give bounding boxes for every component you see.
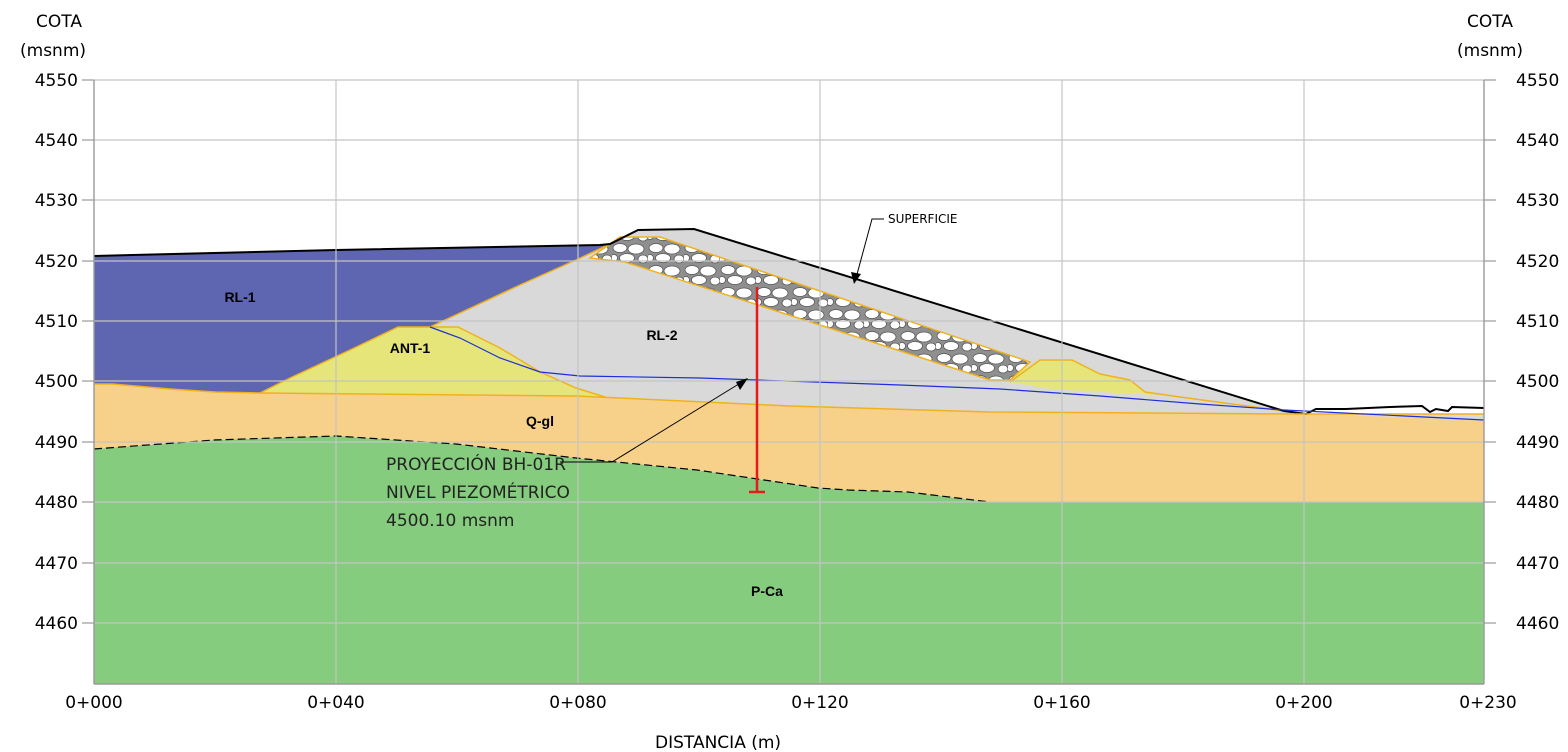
y-tick-label: 4550 — [1516, 71, 1559, 91]
surface-leader — [855, 218, 884, 279]
y-tick-label: 4510 — [1516, 312, 1559, 332]
y-tick-label: 4530 — [35, 191, 78, 211]
axis-frame — [93, 80, 1485, 685]
surface-label: SUPERFICIE — [888, 212, 958, 226]
contact-line — [1009, 359, 1285, 412]
borehole-label-3: 4500.10 msnm — [386, 511, 514, 531]
y-tick-label: 4490 — [1516, 433, 1559, 453]
tick-marks — [82, 79, 1496, 624]
rl1-unit — [94, 244, 610, 393]
pca-unit — [94, 436, 1484, 684]
y-tick-label: 4470 — [35, 554, 78, 574]
unit-label-pca: P-Ca — [751, 583, 783, 599]
unit-label-ant1: ANT-1 — [390, 340, 431, 356]
unit-label-rl2: RL-2 — [646, 327, 677, 343]
y-tick-label: 4480 — [1516, 493, 1559, 513]
y-tick-label: 4460 — [35, 614, 78, 634]
contact-line — [259, 326, 606, 398]
y-tick-label: 4520 — [35, 252, 78, 272]
y-tick-label: 4470 — [1516, 554, 1559, 574]
y-tick-label: 4490 — [35, 433, 78, 453]
y-tick-labels-left: 4550 4540 4530 4520 4510 4500 4490 4480 … — [35, 71, 78, 634]
y-tick-label: 4540 — [1516, 131, 1559, 151]
surface-leader-arrowhead — [851, 272, 861, 284]
x-tick-label: 0+080 — [549, 693, 607, 713]
right-axis-title-2: (msnm) — [1457, 41, 1523, 61]
contact-line — [94, 383, 1484, 415]
x-tick-label: 0+200 — [1275, 693, 1333, 713]
grid — [94, 79, 1484, 684]
borehole-bh01r — [749, 287, 765, 494]
leader-arrowhead — [736, 378, 748, 390]
y-tick-label: 4480 — [35, 493, 78, 513]
x-tick-label: 0+040 — [307, 693, 365, 713]
y-tick-label: 4540 — [35, 131, 78, 151]
borehole-label-2: NIVEL PIEZOMÉTRICO — [386, 481, 570, 503]
borehole-leader — [560, 381, 743, 463]
riprap-layer — [587, 236, 1032, 381]
x-tick-label: 0+000 — [65, 693, 123, 713]
y-tick-labels-right: 4550 4540 4530 4520 4510 4500 4490 4480 … — [1516, 71, 1559, 634]
left-axis-title-1: COTA — [36, 12, 82, 32]
contact-line — [429, 243, 611, 328]
left-axis-title-2: (msnm) — [20, 41, 86, 61]
right-axis-title-1: COTA — [1467, 12, 1513, 32]
x-tick-labels: 0+000 0+040 0+080 0+120 0+160 0+200 0+23… — [65, 693, 1517, 713]
unit-label-qgl: Q-gl — [526, 413, 554, 429]
y-tick-label: 4520 — [1516, 252, 1559, 272]
terrain-right — [1283, 404, 1485, 416]
bedrock-contact — [93, 435, 991, 503]
unit-label-rl1: RL-1 — [224, 289, 255, 305]
borehole-label-1: PROYECCIÓN BH-01R — [386, 453, 566, 475]
x-axis-title: DISTANCIA (m) — [655, 733, 781, 752]
x-tick-label: 0+160 — [1033, 693, 1091, 713]
y-tick-label: 4460 — [1516, 614, 1559, 634]
ant1-downstream — [1010, 360, 1175, 396]
y-tick-label: 4550 — [35, 71, 78, 91]
x-tick-label: 0+230 — [1459, 693, 1517, 713]
y-tick-label: 4500 — [1516, 372, 1559, 392]
ant1-unit — [260, 327, 605, 397]
y-tick-label: 4510 — [35, 312, 78, 332]
y-tick-label: 4500 — [35, 372, 78, 392]
y-tick-label: 4530 — [1516, 191, 1559, 211]
x-tick-label: 0+120 — [791, 693, 849, 713]
